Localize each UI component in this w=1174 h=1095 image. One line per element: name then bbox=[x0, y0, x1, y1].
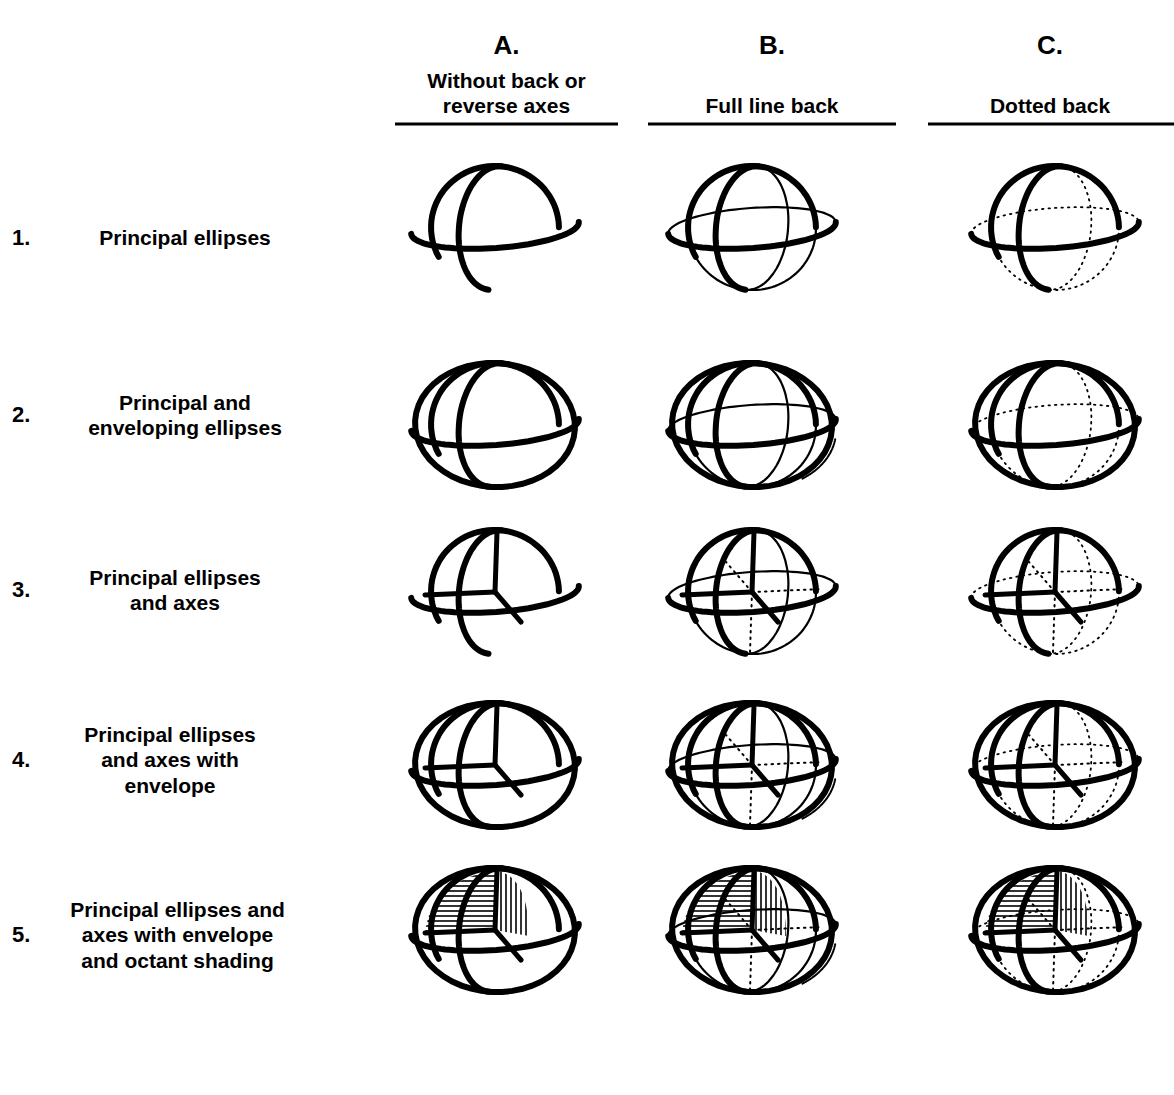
ellipsoid-stroke bbox=[985, 765, 1055, 768]
column-heading: Without back or reverse axes bbox=[395, 68, 618, 118]
ellipsoid-stroke bbox=[425, 765, 495, 768]
ellipsoid-stroke bbox=[752, 927, 822, 930]
ellipsoid-stroke bbox=[1055, 765, 1081, 795]
ellipsoid-stroke bbox=[752, 930, 778, 960]
ellipsoid-stroke bbox=[696, 591, 816, 654]
ellipsoid-stroke bbox=[415, 703, 575, 827]
column-heading: Dotted back bbox=[928, 93, 1172, 118]
ellipsoid-stroke bbox=[802, 439, 835, 478]
ellipsoid-stroke bbox=[752, 870, 754, 930]
ellipsoid-stroke bbox=[682, 765, 752, 768]
ellipsoid-stroke bbox=[802, 944, 835, 983]
ellipsoid-stroke bbox=[716, 166, 759, 290]
ellipsoid-stroke bbox=[752, 592, 778, 622]
header-rule bbox=[928, 123, 1174, 126]
ellipsoid-stroke bbox=[688, 166, 816, 257]
ellipsoid-stroke bbox=[459, 166, 502, 290]
ellipsoid-stroke bbox=[752, 532, 754, 592]
ellipsoid-stroke bbox=[672, 868, 832, 992]
row-number: 1. bbox=[12, 225, 52, 251]
ellipsoid-stroke bbox=[726, 562, 752, 592]
ellipsoid-stroke bbox=[425, 592, 495, 595]
ellipsoid-stroke bbox=[1055, 705, 1057, 765]
row-description: Principal ellipses and axes bbox=[70, 565, 280, 615]
ellipsoid-stroke bbox=[1053, 765, 1055, 825]
ellipsoid-stroke bbox=[752, 765, 778, 795]
ellipsoid-stroke bbox=[1055, 927, 1125, 930]
ellipsoid-stroke bbox=[750, 592, 752, 652]
ellipsoid-stroke bbox=[431, 530, 559, 621]
ellipsoid-stroke bbox=[682, 930, 752, 933]
ellipsoid-stroke bbox=[672, 703, 832, 827]
row-number: 3. bbox=[12, 577, 52, 603]
header-rule bbox=[395, 123, 618, 126]
column-letter: C. bbox=[928, 30, 1172, 61]
ellipsoid-stroke bbox=[1053, 930, 1055, 990]
ellipsoid-stroke bbox=[975, 363, 1135, 487]
ellipsoid-stroke bbox=[746, 166, 789, 289]
ellipsoid-stroke bbox=[726, 900, 752, 930]
row-description: Principal ellipses and axes with envelop… bbox=[70, 722, 270, 798]
ellipsoid-stroke bbox=[750, 765, 752, 825]
row-number: 5. bbox=[12, 922, 52, 948]
ellipsoid-stroke bbox=[716, 363, 759, 487]
ellipsoid-stroke bbox=[1019, 363, 1062, 487]
ellipsoid-stroke bbox=[682, 592, 752, 595]
ellipsoid-stroke bbox=[752, 762, 822, 765]
ellipsoid-stroke bbox=[425, 930, 495, 933]
ellipsoid-stroke bbox=[1055, 930, 1081, 960]
ellipsoid-stroke bbox=[726, 735, 752, 765]
ellipsoid-stroke bbox=[1049, 166, 1092, 289]
column-letter: B. bbox=[648, 30, 896, 61]
row-description: Principal ellipses bbox=[70, 225, 300, 250]
ellipsoid-stroke bbox=[1019, 166, 1062, 290]
row-number: 4. bbox=[12, 747, 52, 773]
ellipsoid-stroke bbox=[975, 868, 1135, 992]
column-letter: A. bbox=[395, 30, 618, 61]
ellipsoid-stroke bbox=[999, 227, 1119, 290]
ellipsoid-stroke bbox=[1055, 592, 1081, 622]
ellipsoid-stroke bbox=[672, 363, 832, 487]
ellipsoid-stroke bbox=[495, 765, 521, 795]
ellipsoid-stroke bbox=[1055, 870, 1089, 936]
ellipsoid-stroke bbox=[985, 930, 1055, 933]
ellipsoid-stroke bbox=[750, 930, 752, 990]
row-description: Principal ellipses and axes with envelop… bbox=[70, 897, 285, 973]
ellipsoid-stroke bbox=[1029, 900, 1055, 930]
ellipsoid-stroke bbox=[802, 779, 835, 818]
row-number: 2. bbox=[12, 402, 52, 428]
ellipsoid-stroke bbox=[495, 532, 497, 592]
ellipsoid-stroke bbox=[1055, 762, 1125, 765]
ellipsoid-stroke bbox=[459, 363, 502, 487]
ellipsoid-stroke bbox=[1055, 589, 1125, 592]
ellipsoid-stroke bbox=[1055, 532, 1057, 592]
ellipsoid-stroke bbox=[495, 870, 497, 930]
ellipsoid-stroke bbox=[495, 705, 497, 765]
ellipsoid-stroke bbox=[752, 589, 822, 592]
ellipsoid-stroke bbox=[752, 705, 754, 765]
ellipsoid-stroke bbox=[1029, 735, 1055, 765]
ellipsoid-stroke bbox=[746, 363, 789, 487]
ellipsoid-stroke bbox=[1049, 363, 1092, 487]
ellipsoid-stroke bbox=[495, 930, 521, 960]
ellipsoid-stroke bbox=[415, 363, 575, 487]
header-rule bbox=[648, 123, 896, 126]
ellipsoid-stroke bbox=[1055, 870, 1057, 930]
ellipsoid-stroke bbox=[985, 592, 1055, 595]
row-description: Principal and enveloping ellipses bbox=[70, 390, 300, 440]
ellipsoid-stroke bbox=[999, 591, 1119, 654]
ellipsoid-stroke bbox=[495, 870, 529, 936]
ellipsoid-stroke bbox=[991, 166, 1119, 257]
ellipsoid-stroke bbox=[495, 592, 521, 622]
ellipsoid-stroke bbox=[752, 870, 786, 936]
ellipsoid-stroke bbox=[696, 227, 816, 290]
ellipsoid-stroke bbox=[1053, 592, 1055, 652]
ellipsoid-stroke bbox=[1029, 562, 1055, 592]
ellipsoid-stroke bbox=[975, 703, 1135, 827]
ellipsoid-stroke bbox=[431, 166, 559, 257]
column-heading: Full line back bbox=[648, 93, 896, 118]
ellipsoid-stroke bbox=[415, 868, 575, 992]
